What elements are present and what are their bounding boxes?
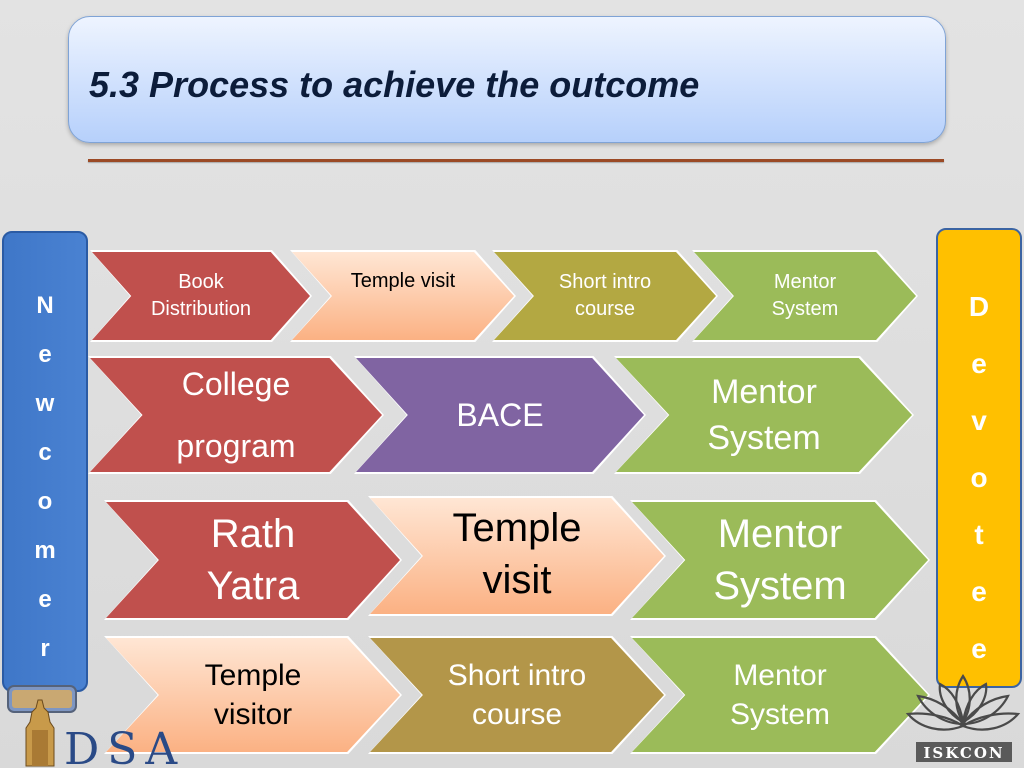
newcomer-letter: m xyxy=(34,537,56,564)
step-label: Temple visit xyxy=(350,270,456,292)
devotee-letter: t xyxy=(974,519,984,550)
step-label: BACE xyxy=(456,397,544,433)
devotee-letter: e xyxy=(971,576,987,607)
newcomer-letter: w xyxy=(35,390,55,417)
dsa-logo: DSA xyxy=(7,685,185,768)
svg-text:DSA: DSA xyxy=(64,724,185,768)
svg-text:ISKCON: ISKCON xyxy=(923,744,1004,762)
newcomer-letter: e xyxy=(38,341,52,368)
devotee-letter: v xyxy=(971,405,987,436)
chevron-temple-visit: Temple visit xyxy=(290,250,516,342)
devotee-letter: o xyxy=(970,462,988,493)
newcomer-letter: c xyxy=(38,439,52,466)
chevron-bace: BACE xyxy=(354,356,646,474)
title-box: 5.3 Process to achieve the outcome xyxy=(68,16,946,143)
newcomer-letter: N xyxy=(36,292,54,319)
devotee-letter: D xyxy=(968,291,990,322)
devotee-letter: e xyxy=(971,348,987,379)
newcomer-letter: r xyxy=(40,635,50,662)
page-title: 5.3 Process to achieve the outcome xyxy=(89,64,700,105)
iskcon-logo: ISKCON xyxy=(905,673,1021,762)
newcomer-letter: o xyxy=(37,488,53,515)
title-divider xyxy=(88,159,944,162)
newcomer-letter: e xyxy=(38,586,52,613)
devotee-letter: e xyxy=(971,633,987,664)
